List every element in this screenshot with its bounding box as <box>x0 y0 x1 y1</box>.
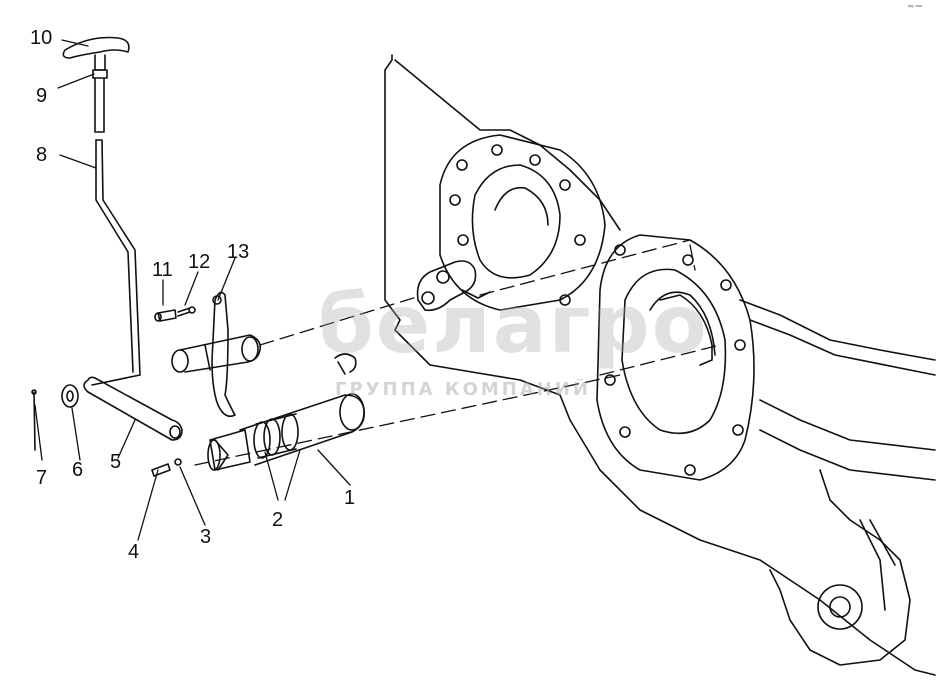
callout-6: 6 <box>72 459 84 481</box>
callout-2: 2 <box>272 509 284 531</box>
washer-clip <box>334 353 357 375</box>
watermark-brand: белагро <box>318 278 709 371</box>
callout-7: 7 <box>36 467 48 489</box>
watermark-subtitle: ГРУППА КОМПАНИЙ <box>335 379 591 400</box>
shaft-part-1 <box>207 393 366 471</box>
centre-lines <box>194 239 721 466</box>
callout-1: 1 <box>344 487 356 509</box>
callout-13: 13 <box>227 241 250 263</box>
callout-9: 9 <box>36 85 48 107</box>
corner-mark: *ᵍ ᵃᵃᵃ <box>908 4 923 11</box>
callout-3: 3 <box>200 526 212 548</box>
callout-4: 4 <box>128 541 140 563</box>
callout-11: 11 <box>152 259 173 281</box>
transmission-housing <box>384 54 936 676</box>
washer-part-6 <box>61 384 79 408</box>
cotter-part-3 <box>174 458 182 466</box>
pin-part-7 <box>31 389 37 451</box>
callout-10: 10 <box>30 27 53 49</box>
callout-8: 8 <box>36 144 48 166</box>
pin-part-4 <box>151 463 171 477</box>
flange-part-13 <box>171 291 262 418</box>
bushing-part-9 <box>92 69 108 133</box>
link-part-5 <box>83 376 183 441</box>
rod-part-8 <box>91 139 141 386</box>
callout-12: 12 <box>188 251 211 273</box>
cover-gasket <box>596 234 755 481</box>
callout-5: 5 <box>110 451 122 473</box>
seal-rings-part-2 <box>253 413 299 459</box>
pin-part-11 <box>154 309 177 322</box>
leader-lines <box>34 39 351 541</box>
bolt-circle-flange <box>439 134 606 311</box>
cotter-pin-part-12 <box>177 306 196 317</box>
